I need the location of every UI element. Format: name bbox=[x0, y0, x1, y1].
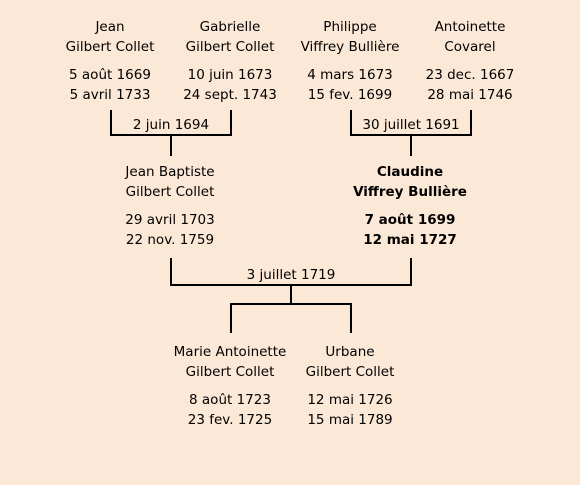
person-antoinette: Antoinette Covarel 23 dec. 1667 28 mai 1… bbox=[395, 17, 545, 105]
marriage-date: 3 juillet 1719 bbox=[246, 267, 336, 283]
birth-date: 7 août 1699 bbox=[364, 212, 456, 228]
connector-line bbox=[230, 303, 352, 305]
birth-date: 29 avril 1703 bbox=[125, 212, 215, 228]
first-name: Antoinette bbox=[434, 19, 506, 35]
birth-date: 23 dec. 1667 bbox=[425, 67, 515, 83]
connector-line bbox=[230, 110, 232, 136]
surname: Gilbert Collet bbox=[185, 364, 275, 380]
surname: Viffrey Bullière bbox=[353, 184, 467, 200]
birth-date: 5 août 1669 bbox=[69, 67, 151, 83]
connector-line bbox=[350, 303, 352, 333]
connector-line bbox=[470, 110, 472, 136]
connector-line bbox=[410, 134, 412, 156]
person-urbane: Urbane Gilbert Collet 12 mai 1726 15 mai… bbox=[275, 342, 425, 430]
person-jean: Jean Gilbert Collet 5 août 1669 5 avril … bbox=[35, 17, 185, 105]
birth-date: 10 juin 1673 bbox=[187, 67, 273, 83]
marriage-date: 2 juin 1694 bbox=[132, 117, 210, 133]
first-name: Urbane bbox=[325, 344, 375, 360]
first-name: Claudine bbox=[376, 164, 444, 180]
person-claudine: Claudine Viffrey Bullière 7 août 1699 12… bbox=[335, 162, 485, 250]
death-date: 15 mai 1789 bbox=[307, 412, 393, 428]
person-philippe: Philippe Viffrey Bullière 4 mars 1673 15… bbox=[275, 17, 425, 105]
connector-line bbox=[110, 110, 112, 136]
birth-date: 8 août 1723 bbox=[189, 392, 271, 408]
birth-date: 4 mars 1673 bbox=[307, 67, 393, 83]
surname: Gilbert Collet bbox=[125, 184, 215, 200]
first-name: Gabrielle bbox=[199, 19, 261, 35]
connector-line bbox=[230, 303, 232, 333]
surname: Gilbert Collet bbox=[65, 39, 155, 55]
surname: Gilbert Collet bbox=[305, 364, 395, 380]
first-name: Jean Baptiste bbox=[125, 164, 215, 180]
person-marie-antoinette: Marie Antoinette Gilbert Collet 8 août 1… bbox=[155, 342, 305, 430]
connector-line bbox=[410, 258, 412, 286]
connector-line bbox=[290, 284, 292, 304]
person-jean-baptiste: Jean Baptiste Gilbert Collet 29 avril 17… bbox=[95, 162, 245, 250]
death-date: 23 fev. 1725 bbox=[187, 412, 273, 428]
birth-date: 12 mai 1726 bbox=[307, 392, 393, 408]
death-date: 22 nov. 1759 bbox=[125, 232, 215, 248]
death-date: 15 fev. 1699 bbox=[307, 87, 393, 103]
connector-line bbox=[170, 134, 172, 156]
surname: Gilbert Collet bbox=[185, 39, 275, 55]
death-date: 24 sept. 1743 bbox=[183, 87, 277, 103]
death-date: 12 mai 1727 bbox=[363, 232, 457, 248]
first-name: Philippe bbox=[323, 19, 377, 35]
death-date: 28 mai 1746 bbox=[427, 87, 513, 103]
person-gabrielle: Gabrielle Gilbert Collet 10 juin 1673 24… bbox=[155, 17, 305, 105]
surname: Viffrey Bullière bbox=[300, 39, 400, 55]
marriage-date: 30 juillet 1691 bbox=[362, 117, 460, 133]
connector-line bbox=[350, 110, 352, 136]
connector-line bbox=[170, 258, 172, 286]
surname: Covarel bbox=[444, 39, 496, 55]
first-name: Jean bbox=[95, 19, 125, 35]
first-name: Marie Antoinette bbox=[173, 344, 287, 360]
death-date: 5 avril 1733 bbox=[69, 87, 151, 103]
